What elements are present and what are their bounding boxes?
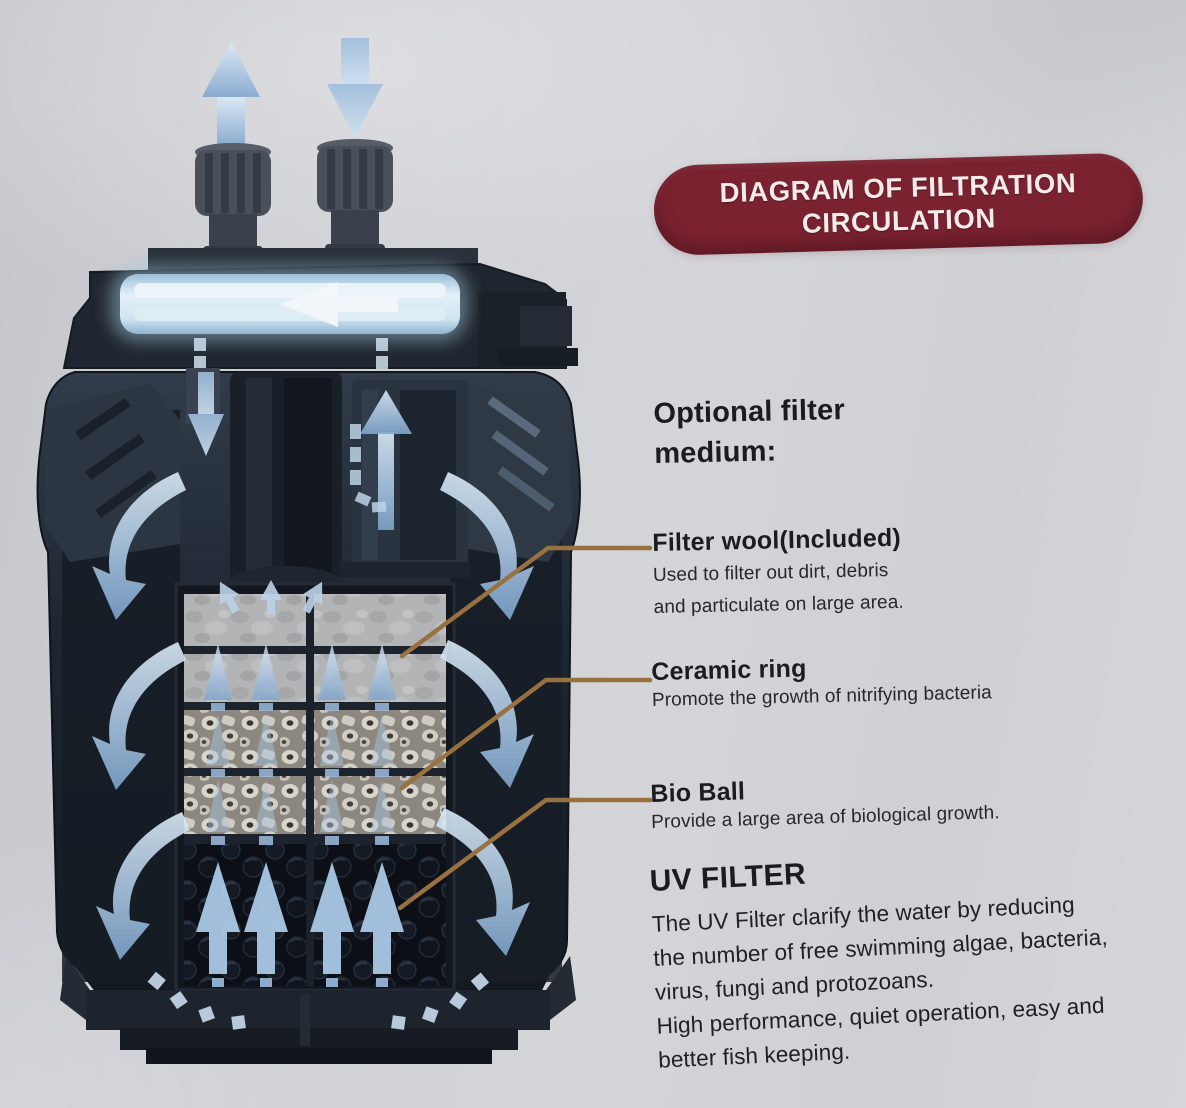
- banner-line-1: DIAGRAM OF FILTRATION: [719, 167, 1077, 209]
- ceramic-ring-label: Ceramic ring Promote the growth of nitri…: [651, 649, 992, 715]
- banner-line-2: CIRCULATION: [801, 202, 997, 239]
- outflow-arrow-icon: [202, 42, 260, 146]
- leader-lines: [397, 545, 653, 911]
- left-shoulder-vent: [44, 384, 180, 562]
- filter-base: [60, 956, 576, 1064]
- inlet-valve: [317, 139, 393, 266]
- flow-dashes: [194, 338, 388, 369]
- bio-ball-label: Bio Ball Provide a large area of biologi…: [650, 769, 1000, 837]
- uv-filter-section: UV FILTER The UV Filter clarify the wate…: [649, 843, 1113, 1078]
- uv-flow-arrow-icon: [280, 282, 398, 327]
- bottom-dashed-flow: [147, 971, 490, 1030]
- filter-wool-label: Filter wool(Included) Used to filter out…: [652, 523, 904, 622]
- media-stack: [174, 582, 456, 992]
- inflow-arrow-icon: [327, 38, 383, 138]
- leader-ceramic-ring: [399, 677, 653, 791]
- filter-wool-desc-1: Used to filter out dirt, debris: [652, 560, 889, 586]
- filter-wool-desc-2: and particulate on large area.: [653, 591, 905, 618]
- filter-wool-title: Filter wool(Included): [652, 523, 902, 557]
- media-flow-arrows: [196, 580, 404, 987]
- internal-flow-arrows: [188, 372, 412, 530]
- side-circulation-arrows: [92, 472, 534, 960]
- filter-wool-tray: [184, 594, 446, 710]
- leader-filter-wool: [399, 545, 653, 659]
- pump-head: [62, 248, 578, 369]
- ceramic-ring-tray: [184, 710, 446, 844]
- optional-filter-medium-heading: Optional filter medium:: [653, 393, 846, 470]
- right-shoulder-vent: [438, 384, 572, 562]
- banner-diagram-of-filtration: DIAGRAM OF FILTRATION CIRCULATION: [652, 152, 1145, 256]
- leader-bio-ball: [397, 797, 653, 911]
